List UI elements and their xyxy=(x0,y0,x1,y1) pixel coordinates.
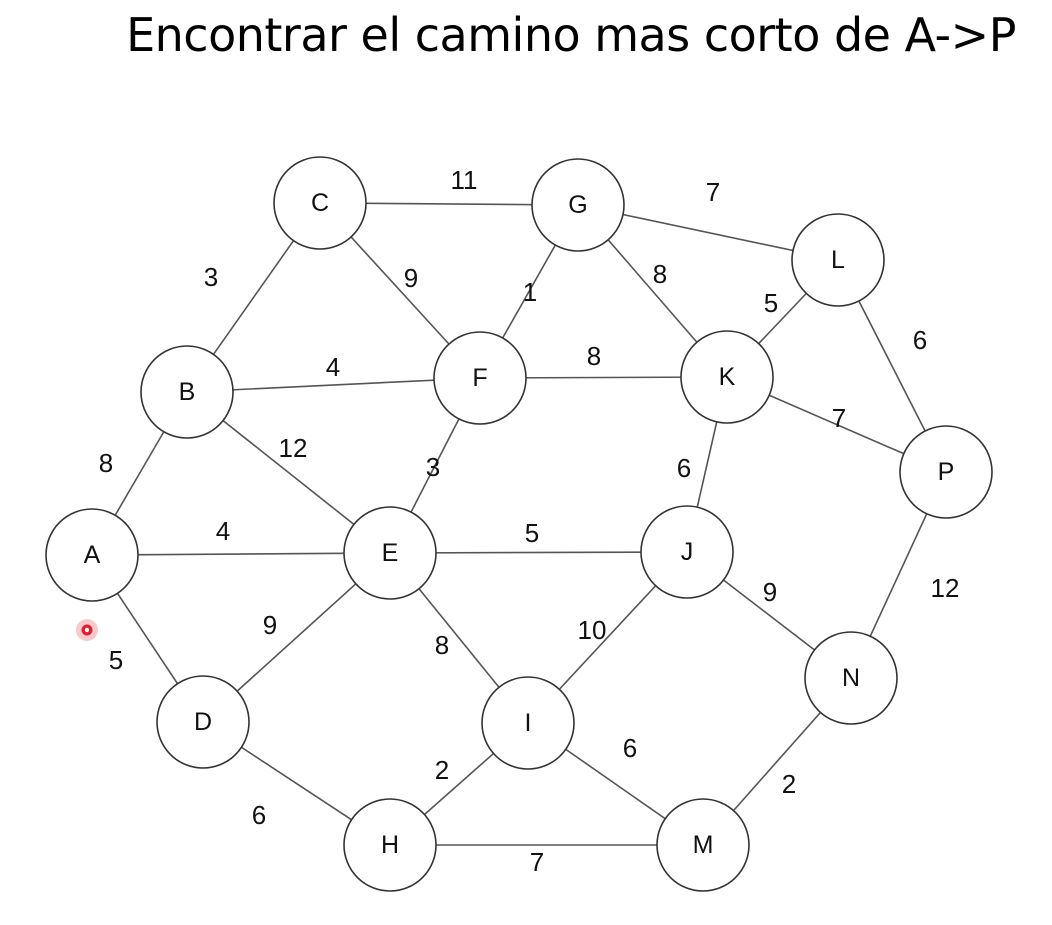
node-circle-b xyxy=(140,345,234,439)
node-g: G xyxy=(531,158,625,252)
weight-label-j-i: 10 xyxy=(578,615,607,645)
mouse-cursor-indicator xyxy=(76,619,98,641)
node-circle-g xyxy=(531,158,625,252)
weight-label-f-k: 8 xyxy=(587,341,601,371)
nodes-layer: A B C D E F G H I J K L M N P xyxy=(45,156,993,892)
weight-label-e-d: 9 xyxy=(263,610,277,640)
node-circle-a xyxy=(45,508,139,602)
node-j: J xyxy=(640,505,734,599)
weight-label-g-l: 7 xyxy=(706,177,720,207)
weight-label-j-n: 9 xyxy=(763,577,777,607)
node-label-c: C xyxy=(311,189,329,217)
node-circle-h xyxy=(343,798,437,892)
node-label-b: B xyxy=(179,378,196,406)
node-p: P xyxy=(899,425,993,519)
node-d: D xyxy=(156,675,250,769)
node-circle-n xyxy=(804,631,898,725)
node-label-p: P xyxy=(938,458,955,486)
node-k: K xyxy=(680,330,774,424)
node-circle-e xyxy=(343,506,437,600)
page-title: Encontrar el camino mas corto de A->P xyxy=(126,8,1016,62)
node-a: A xyxy=(45,508,139,602)
weight-label-b-c: 3 xyxy=(204,262,218,292)
weight-label-l-k: 5 xyxy=(764,288,778,318)
weight-label-g-f: 1 xyxy=(523,277,537,307)
weights-layer: 8 4 5 3 4 12 11 9 1 8 7 8 3 5 6 7 6 5 9 8 10 9 12 6 2 6 7 2 xyxy=(99,165,960,877)
node-circle-l xyxy=(791,213,885,307)
node-circle-k xyxy=(680,330,774,424)
node-label-d: D xyxy=(194,708,212,736)
node-n: N xyxy=(804,631,898,725)
node-circle-d xyxy=(156,675,250,769)
node-b: B xyxy=(140,345,234,439)
node-circle-f xyxy=(433,331,527,425)
node-label-e: E xyxy=(382,539,399,567)
node-label-j: J xyxy=(681,538,694,566)
node-label-m: M xyxy=(693,831,714,859)
node-label-l: L xyxy=(831,246,845,274)
node-label-i: I xyxy=(525,709,532,737)
weight-label-a-d: 5 xyxy=(109,645,123,675)
node-h: H xyxy=(343,798,437,892)
weight-label-h-m: 7 xyxy=(530,847,544,877)
edge-b-f xyxy=(186,377,481,393)
weight-label-a-b: 8 xyxy=(99,448,113,478)
node-m: M xyxy=(656,798,750,892)
node-label-n: N xyxy=(842,664,860,692)
weight-label-c-f: 9 xyxy=(404,263,418,293)
weight-label-k-p: 7 xyxy=(832,403,846,433)
node-circle-i xyxy=(481,676,575,770)
edge-a-e xyxy=(91,552,391,556)
node-f: F xyxy=(433,331,527,425)
node-circle-p xyxy=(899,425,993,519)
node-circle-c xyxy=(273,156,367,250)
weight-label-l-p: 6 xyxy=(913,325,927,355)
weight-label-i-h: 2 xyxy=(435,755,449,785)
node-label-g: G xyxy=(568,191,587,219)
edge-e-j xyxy=(389,551,688,554)
node-circle-m xyxy=(656,798,750,892)
weight-label-b-f: 4 xyxy=(326,352,340,382)
node-circle-j xyxy=(640,505,734,599)
node-l: L xyxy=(791,213,885,307)
node-label-h: H xyxy=(381,831,399,859)
weight-label-n-m: 2 xyxy=(782,769,796,799)
weight-label-a-e: 4 xyxy=(216,516,230,546)
node-label-a: A xyxy=(84,541,101,569)
node-label-f: F xyxy=(472,364,487,392)
weight-label-f-e: 3 xyxy=(426,452,440,482)
weight-label-e-j: 5 xyxy=(525,518,539,548)
weight-label-k-j: 6 xyxy=(677,453,691,483)
weight-label-i-m: 6 xyxy=(623,733,637,763)
node-i: I xyxy=(481,676,575,770)
weight-label-b-e: 12 xyxy=(279,433,308,463)
node-c: C xyxy=(273,156,367,250)
node-e: E xyxy=(343,506,437,600)
weight-label-d-h: 6 xyxy=(252,800,266,830)
node-label-k: K xyxy=(719,363,736,391)
weight-label-e-i: 8 xyxy=(435,630,449,660)
weight-label-p-n: 12 xyxy=(931,573,960,603)
weight-label-g-k: 8 xyxy=(653,259,667,289)
weight-label-c-g: 11 xyxy=(451,165,478,195)
